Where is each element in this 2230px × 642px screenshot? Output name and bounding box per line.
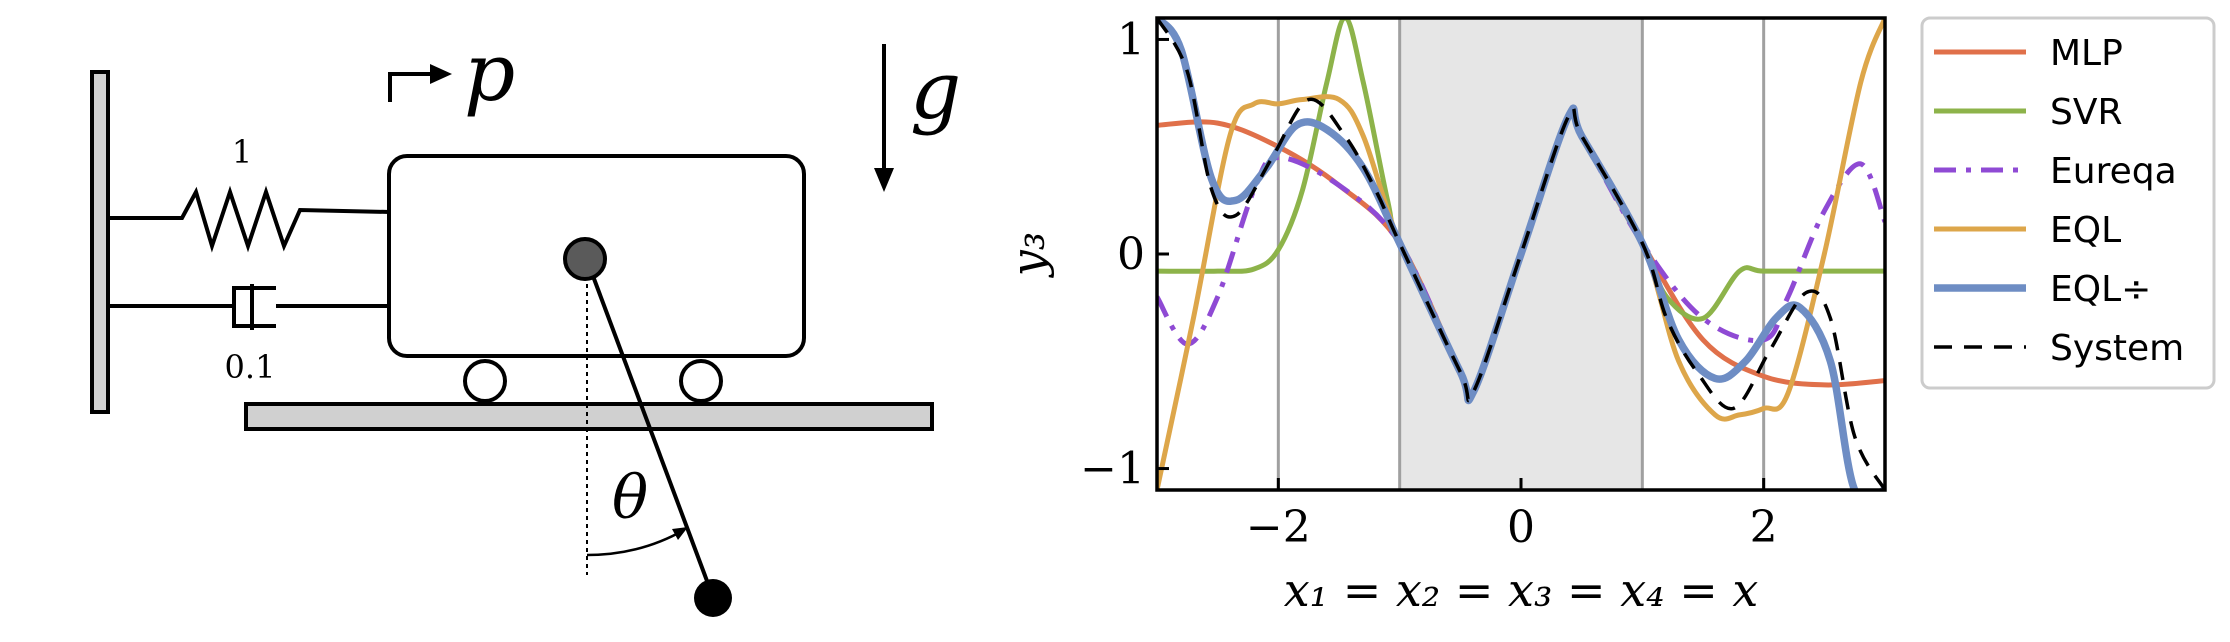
- pendulum-bob: [694, 579, 732, 617]
- x-tick-label: 0: [1507, 502, 1535, 553]
- chart: −2 0 2 −1 0 1 x₁ = x₂ = x₃ = x₄ = x y₃ MLP SVR Eu…: [1001, 14, 2216, 617]
- x-tick-label: 2: [1750, 502, 1778, 553]
- y-tick-label: 0: [1117, 229, 1145, 280]
- damper: [108, 284, 390, 330]
- legend-label: MLP: [2050, 33, 2123, 74]
- y-tick-label: 1: [1117, 14, 1145, 65]
- angle-label: θ: [612, 463, 648, 533]
- gravity-arrow: [874, 44, 894, 192]
- cart-wheel-right: [679, 359, 723, 403]
- cart-pendulum-diagram: 1 0.1 θ p g: [90, 26, 961, 617]
- spring-label: 1: [232, 133, 252, 171]
- cart-wheel-left: [463, 359, 507, 403]
- x-tick-label: −2: [1246, 502, 1311, 553]
- y-axis-label: y₃: [1001, 232, 1055, 278]
- pendulum-rod: [585, 259, 715, 598]
- force-arrow: [388, 64, 452, 102]
- legend-label: SVR: [2050, 92, 2123, 133]
- spring: [108, 185, 391, 253]
- legend-label: EQL÷: [2050, 269, 2151, 310]
- wall: [90, 70, 110, 414]
- ground-rail: [244, 402, 934, 431]
- legend-label: Eureqa: [2050, 151, 2177, 192]
- legend-label: EQL: [2050, 210, 2121, 251]
- legend-label: System: [2050, 328, 2184, 369]
- damper-label: 0.1: [225, 348, 276, 386]
- gravity-label: g: [910, 44, 961, 137]
- series-line-system: [1157, 18, 1885, 490]
- x-axis-label: x₁ = x₂ = x₃ = x₄ = x: [1284, 563, 1759, 617]
- y-tick-label: −1: [1080, 444, 1145, 495]
- angle-arrowhead: [672, 527, 688, 540]
- force-label: p: [464, 26, 515, 119]
- angle-arc: [586, 528, 685, 557]
- pendulum-pivot: [563, 237, 607, 281]
